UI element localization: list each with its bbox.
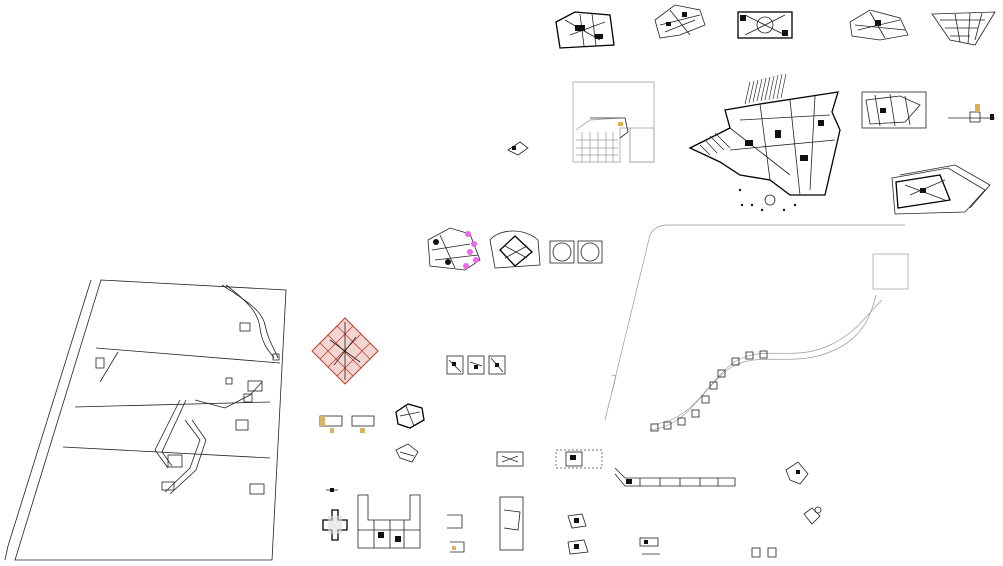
- top-plan-5: [931, 11, 996, 46]
- twin-circle-plans: [549, 240, 603, 264]
- large-hatched-plan: [688, 73, 841, 212]
- small-framed-plan: [496, 451, 524, 467]
- magenta-plan: [427, 227, 481, 271]
- scribble-plan-1: [395, 403, 425, 429]
- framed-plans-row: [446, 355, 506, 375]
- cross-plan: [322, 488, 348, 541]
- long-strip-plan: [614, 467, 736, 487]
- right-plan-tiny: [948, 104, 995, 123]
- cloister-plan: [357, 494, 421, 549]
- small-object-mid: [507, 141, 529, 156]
- stacked-small-plans: [567, 513, 589, 555]
- curved-concourse-plan: [604, 224, 909, 432]
- dotted-frame-plan: [555, 449, 603, 469]
- scribble-plan-4: [803, 506, 822, 525]
- top-plan-2: [654, 4, 706, 39]
- red-diamond-grid: [311, 317, 379, 385]
- right-stacked-plans: [891, 164, 991, 215]
- grey-grid-plan: [572, 81, 655, 163]
- scribble-plan-3: [785, 461, 809, 485]
- top-plan-3: [737, 11, 793, 39]
- tan-bar-plans: [319, 415, 375, 433]
- top-plan-1: [555, 11, 615, 49]
- scribble-plan-2: [395, 443, 419, 463]
- site-plan: [4, 279, 287, 561]
- right-plan-small: [861, 91, 927, 129]
- top-plan-4: [849, 9, 909, 41]
- curved-diamond-plan: [489, 230, 541, 269]
- concourse-bays: [650, 350, 768, 432]
- bottom-tiny-plans: [639, 537, 777, 558]
- tall-framed-plan: [499, 496, 524, 551]
- small-u-plans: [447, 514, 465, 553]
